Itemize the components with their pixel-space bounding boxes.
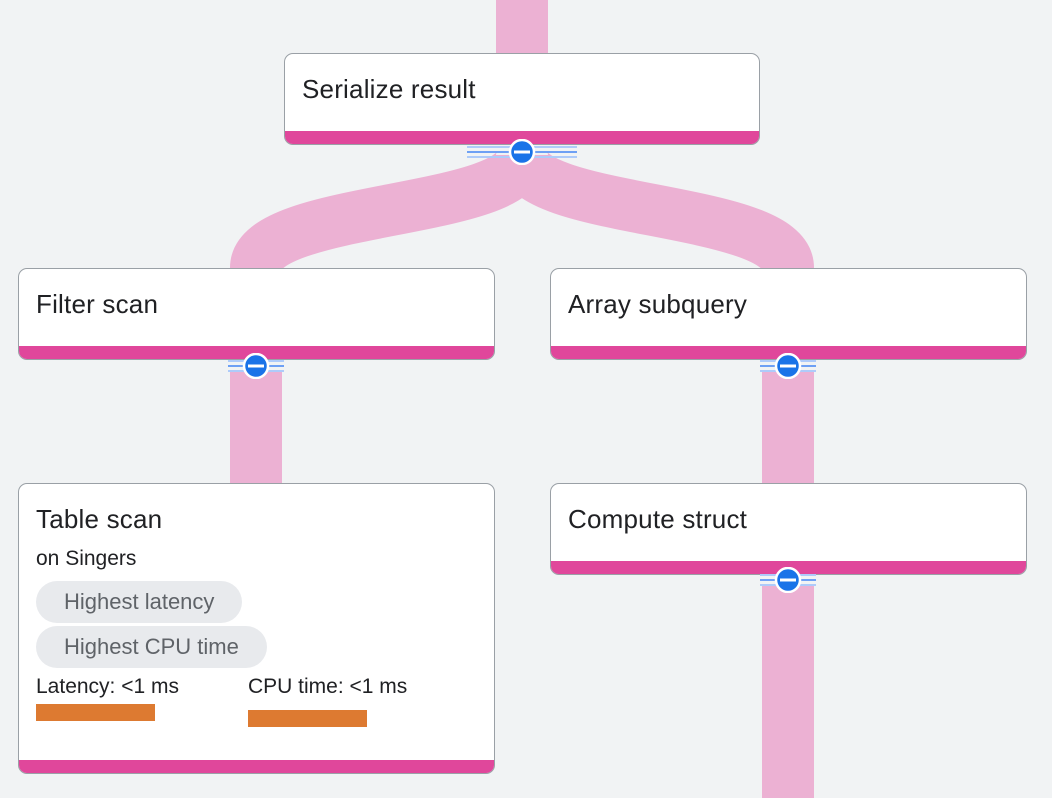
node-title: Compute struct [568, 504, 748, 534]
node-status-bar [285, 131, 759, 144]
cpu-time-bar [248, 710, 367, 727]
latency-label: Latency: <1 ms [36, 675, 179, 698]
edge-serialize-to-filter [230, 148, 548, 274]
minus-circle-icon [508, 139, 536, 165]
node-array-subquery[interactable]: Array subquery [550, 268, 1027, 360]
minus-circle-icon [242, 353, 270, 379]
edge-serialize-to-array [496, 148, 814, 274]
collapse-button-serialize-result[interactable] [467, 139, 577, 165]
minus-circle-icon [774, 567, 802, 593]
minus-circle-icon [774, 353, 802, 379]
node-title: Filter scan [36, 289, 159, 319]
collapse-button-array-subquery[interactable] [733, 353, 843, 379]
node-status-bar [19, 346, 494, 359]
highest-cpu-time-chip: Highest CPU time [36, 626, 267, 668]
node-compute-struct[interactable]: Compute struct [550, 483, 1027, 575]
node-status-bar [19, 760, 494, 773]
cpu-time-label: CPU time: <1 ms [248, 675, 408, 698]
node-subtitle: on Singers [36, 547, 137, 570]
highest-latency-chip: Highest latency [36, 581, 243, 623]
collapse-button-compute-struct[interactable] [733, 567, 843, 593]
node-serialize-result[interactable]: Serialize result [284, 53, 760, 145]
collapse-button-filter-scan[interactable] [201, 353, 311, 379]
latency-bar [36, 704, 155, 721]
node-status-bar [551, 346, 1026, 359]
node-title: Array subquery [568, 289, 748, 319]
node-title: Serialize result [302, 74, 476, 104]
node-filter-scan[interactable]: Filter scan [18, 268, 495, 360]
node-title: Table scan [36, 504, 163, 534]
node-table-scan[interactable]: Table scan on Singers Highest latency Hi… [18, 483, 495, 774]
